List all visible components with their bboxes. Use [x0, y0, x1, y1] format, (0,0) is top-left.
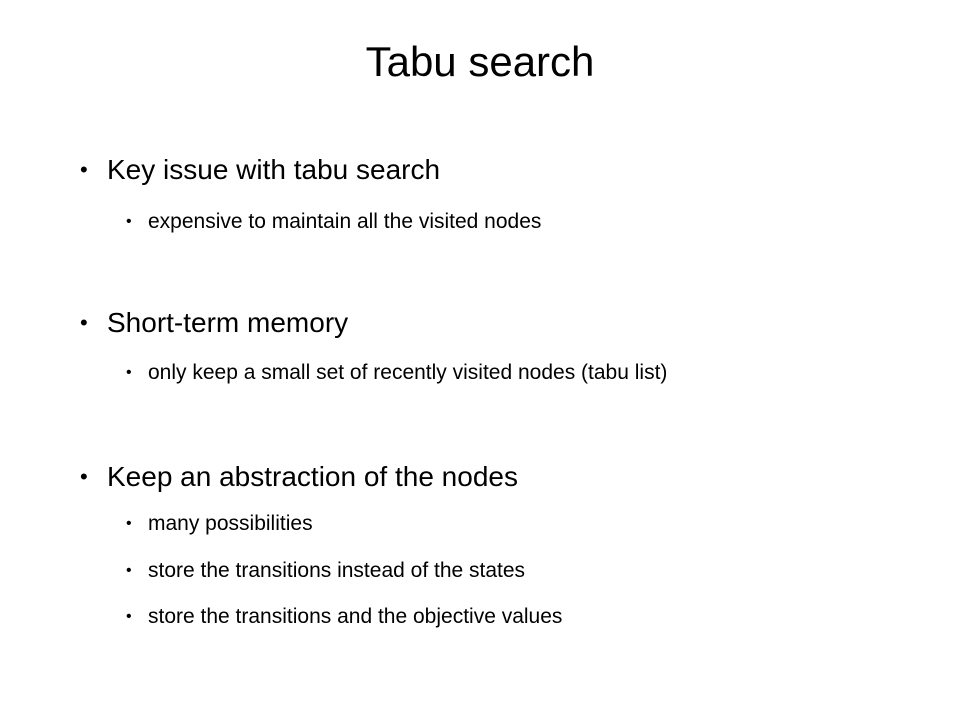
bullet-dot-icon: •	[80, 310, 88, 335]
sub-bullet-text: store the transitions instead of the sta…	[148, 559, 526, 582]
sub-bullet-dot-icon: •	[126, 213, 132, 230]
bullet-text: Short-term memory	[107, 307, 349, 338]
sub-bullet-text: expensive to maintain all the visited no…	[148, 210, 542, 233]
sub-bullet-dot-icon: •	[126, 608, 132, 625]
sub-bullet-text: many possibilities	[148, 512, 313, 535]
sub-bullet-dot-icon: •	[126, 364, 132, 381]
sub-bullet-text: store the transitions and the objective …	[148, 605, 563, 628]
slide-title: Tabu search	[365, 38, 595, 85]
sub-bullet-text: only keep a small set of recently visite…	[148, 361, 668, 384]
bullet-text: Keep an abstraction of the nodes	[107, 461, 518, 492]
bullet-dot-icon: •	[80, 157, 88, 182]
sub-bullet-dot-icon: •	[126, 515, 132, 532]
bullet-text: Key issue with tabu search	[107, 154, 441, 185]
sub-bullet-dot-icon: •	[126, 562, 132, 579]
bullet-dot-icon: •	[80, 464, 88, 489]
